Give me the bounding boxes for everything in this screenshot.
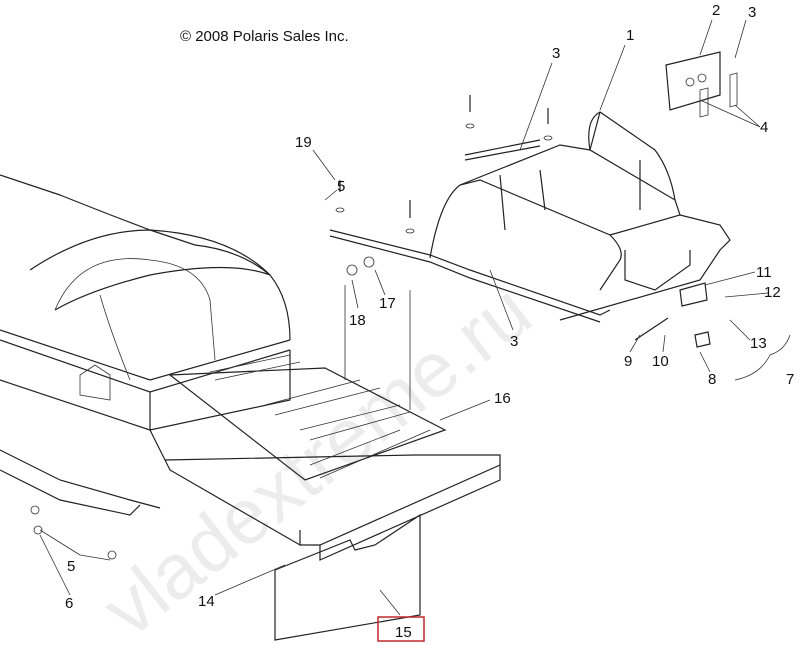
callout-17: 17 — [379, 295, 396, 312]
callout-12: 12 — [764, 284, 781, 301]
deck-drawing — [164, 354, 501, 641]
plate-2-outline — [665, 51, 721, 111]
callout-15: 15 — [395, 624, 412, 641]
callout-3: 3 — [552, 45, 560, 62]
leader-lines — [39, 19, 791, 616]
callout-5: 5 — [337, 178, 345, 195]
callout-13: 13 — [750, 335, 767, 352]
rack-drawing — [329, 51, 738, 348]
callout-2: 2 — [712, 2, 720, 19]
callout-6: 6 — [65, 595, 73, 612]
callout-3: 3 — [510, 333, 518, 350]
highlight-box — [377, 616, 425, 642]
callout-11: 11 — [756, 264, 772, 281]
callout-4: 4 — [760, 119, 768, 136]
copyright-text: © 2008 Polaris Sales Inc. — [180, 28, 349, 45]
callout-labels: 1 2 3 3 4 19 5 18 17 3 11 12 13 9 10 8 7… — [65, 2, 794, 642]
callout-5: 5 — [67, 558, 75, 575]
snowflap-15-outline — [274, 513, 421, 641]
callout-3: 3 — [748, 4, 756, 21]
callout-1: 1 — [626, 27, 634, 44]
pin-9-outline — [634, 317, 669, 341]
callout-18: 18 — [349, 312, 366, 329]
callout-14: 14 — [198, 593, 215, 610]
mat-16-outline — [168, 367, 447, 481]
fasteners — [30, 95, 553, 560]
callout-9: 9 — [624, 353, 632, 370]
callout-19: 19 — [295, 134, 312, 151]
seat-drawing — [0, 174, 301, 547]
callout-10: 10 — [652, 353, 669, 370]
watermark: vladextreme.ru — [86, 266, 547, 645]
callout-8: 8 — [708, 371, 716, 388]
callout-7: 7 — [786, 371, 794, 388]
callout-16: 16 — [494, 390, 511, 407]
